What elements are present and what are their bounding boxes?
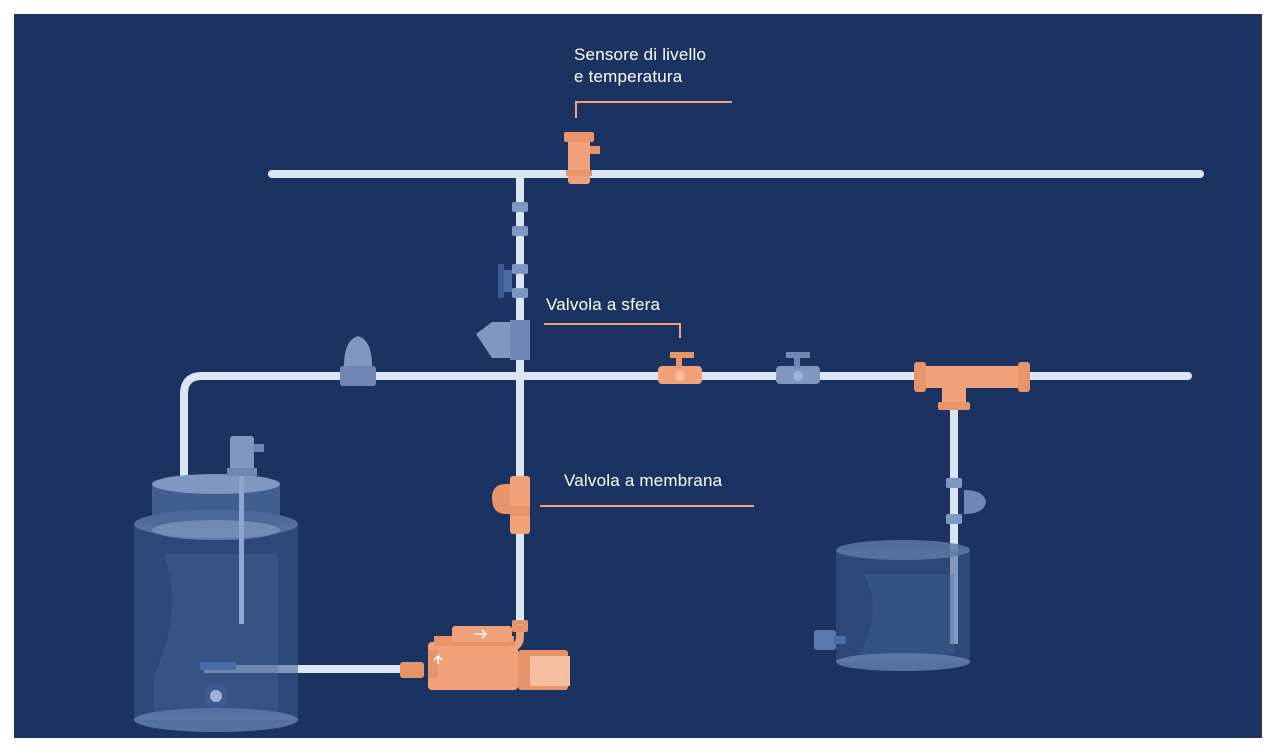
vertical-pipe-fittings bbox=[476, 202, 530, 360]
ball-valve-secondary bbox=[776, 352, 820, 384]
diaphragm-valve bbox=[492, 476, 530, 534]
piping-diagram bbox=[134, 101, 1204, 732]
level-temperature-sensor bbox=[564, 132, 600, 184]
pump bbox=[400, 620, 570, 690]
ball-valve-label-line bbox=[544, 323, 681, 338]
ball-valve bbox=[658, 352, 702, 384]
pressure-regulator-valve bbox=[340, 336, 376, 386]
process-diagram-canvas: Sensore di livello e temperatura Valvola… bbox=[14, 14, 1262, 738]
large-tank bbox=[134, 436, 298, 732]
ball-valve-label: Valvola a sfera bbox=[546, 295, 661, 314]
small-tank bbox=[814, 540, 970, 671]
middle-pipe bbox=[180, 372, 1192, 480]
right-drop-valve bbox=[946, 478, 986, 524]
tee-fitting bbox=[914, 362, 1030, 410]
level-sensor-label: Sensore di livello e temperatura bbox=[574, 45, 707, 86]
sensor-label-line bbox=[575, 101, 732, 118]
diaphragm-valve-label: Valvola a membrana bbox=[564, 471, 723, 490]
